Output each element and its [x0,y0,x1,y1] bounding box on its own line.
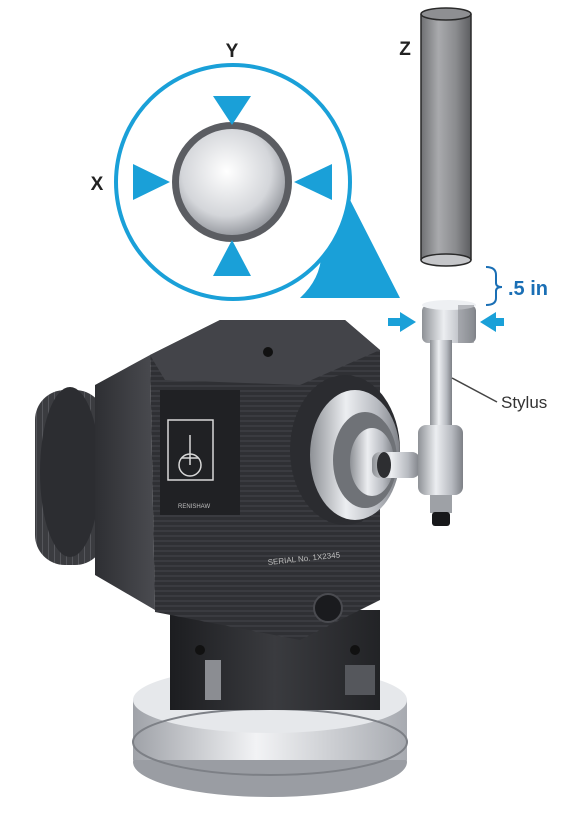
xy-diagram: Y X [91,41,400,301]
arrow-left-icon [480,312,504,332]
stylus-label: Stylus [501,393,547,412]
offset-bracket [485,266,503,306]
stylus-leader-line [451,377,498,403]
z-cylinder [420,7,472,267]
renishaw-logo-icon [178,435,202,477]
zoom-wedge [300,165,400,298]
stylus-ball [179,129,285,235]
x-axis-label: X [91,174,104,195]
stylus [388,300,504,526]
offset-label: .5 in [508,278,548,300]
brand-text: RENISHAW [178,504,210,510]
arrow-up-icon [213,240,251,276]
probe-body: RENISHAW SERIAL No. 1X2345 [35,320,420,797]
arrow-down-icon [213,96,251,125]
y-axis-label: Y [226,41,239,62]
arrow-left-icon [294,164,332,200]
z-axis-label: Z [399,39,411,60]
arrow-right-icon [133,164,170,200]
arrow-right-icon [388,312,416,332]
